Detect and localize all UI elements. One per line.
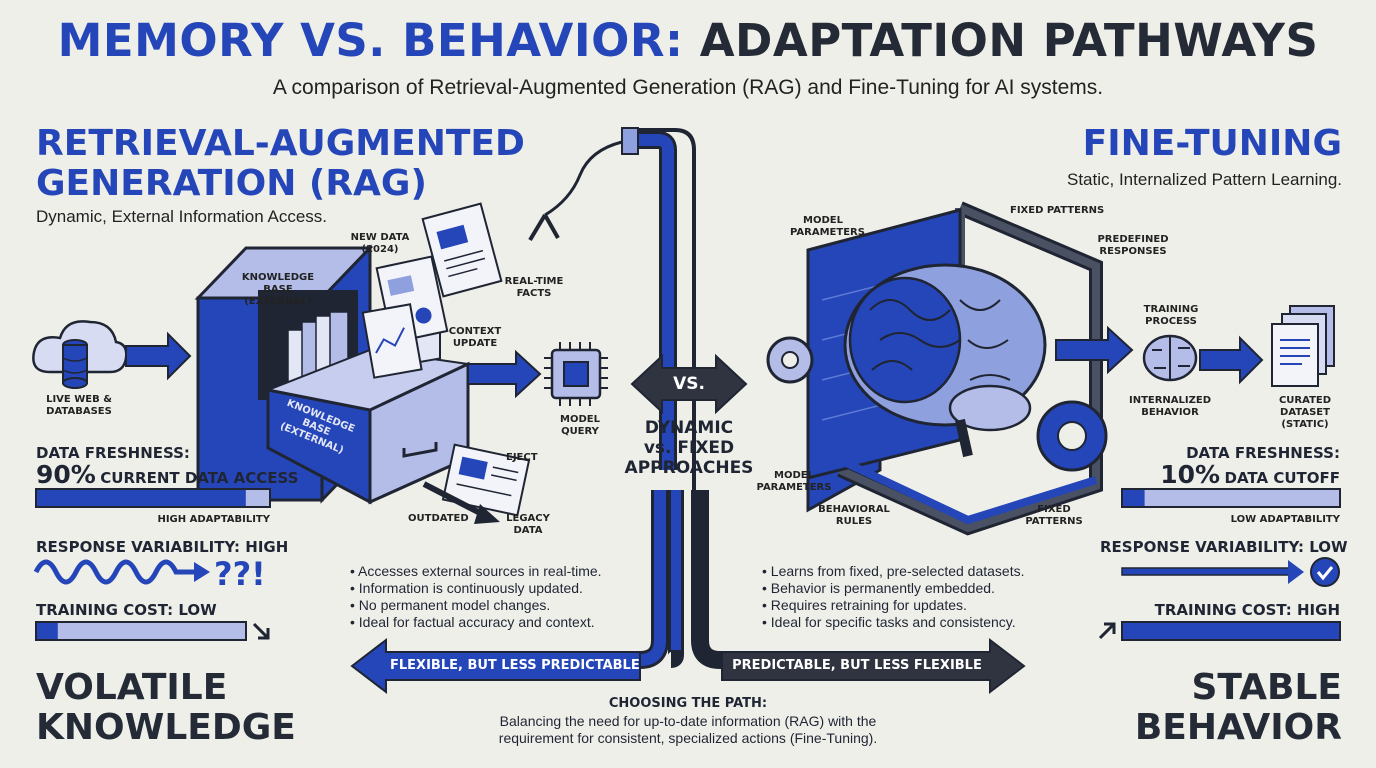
predictable-label: PREDICTABLE, BUT LESS FLEXIBLE <box>732 658 982 673</box>
ft-freshness-number: 10% <box>1160 460 1221 489</box>
ft-bullet: Behavior is permanently embedded. <box>762 580 1024 597</box>
ft-variability-label: RESPONSE VARIABILITY: LOW <box>1100 538 1348 556</box>
central-blue-pipe <box>528 127 696 668</box>
label-training-process: TRAINING PROCESS <box>1143 304 1199 327</box>
rag-bullet: Ideal for factual accuracy and context. <box>350 614 602 631</box>
ft-cost-bar <box>1098 621 1341 641</box>
label-curated: CURATED DATASET (STATIC) <box>1278 395 1332 430</box>
ft-bullets: Learns from fixed, pre-selected datasets… <box>762 563 1025 631</box>
rag-closing-line2: KNOWLEDGE <box>36 707 296 748</box>
rag-freshness-value: 90% CURRENT DATA ACCESS <box>36 460 298 489</box>
ft-cost-label: TRAINING COST: HIGH <box>1154 601 1340 619</box>
label-internalized: INTERNALIZED BEHAVIOR <box>1128 395 1212 418</box>
label-context-update: CONTEXT UPDATE <box>448 326 502 349</box>
rag-title-line1: RETRIEVAL-AUGMENTED <box>36 123 525 164</box>
rag-cost-label: TRAINING COST: LOW <box>36 601 217 619</box>
vs-double-arrow <box>630 353 748 415</box>
page-title: MEMORY VS. BEHAVIOR: ADAPTATION PATHWAYS <box>0 14 1376 67</box>
arrow-web-to-kb <box>125 331 192 381</box>
label-model-query: MODEL QUERY <box>560 414 600 437</box>
center-line1: DYNAMIC <box>644 418 734 438</box>
center-line3: APPROACHES <box>624 458 754 478</box>
ft-adaptability: LOW ADAPTABILITY <box>1230 514 1340 525</box>
label-fixed-patterns-bottom: FIXED PATTERNS <box>1025 504 1083 527</box>
ft-closing-line2: BEHAVIOR <box>1134 707 1342 748</box>
label-live-web: LIVE WEB & DATABASES <box>46 394 112 417</box>
center-line2: vs. FIXED <box>643 438 735 458</box>
knowledge-base-cabinet <box>194 244 472 505</box>
label-eject: EJECT <box>506 452 538 463</box>
footer-line1: Balancing the need for up-to-date inform… <box>499 713 877 729</box>
rag-bullet: Accesses external sources in real-time. <box>350 563 602 580</box>
floating-documents <box>361 202 503 379</box>
flexible-label: FLEXIBLE, BUT LESS PREDICTABLE <box>390 658 640 673</box>
label-new-data: NEW DATA (2024) <box>350 232 410 255</box>
ft-bullet: Ideal for specific tasks and consistency… <box>762 614 1024 631</box>
rag-title-line2: GENERATION (RAG) <box>36 163 427 204</box>
rag-bullets: Accesses external sources in real-time. … <box>350 563 602 631</box>
ft-title: FINE-TUNING <box>1082 123 1342 164</box>
rag-adaptability: HIGH ADAPTABILITY <box>157 514 270 525</box>
small-brain-icon <box>1142 334 1198 382</box>
rag-tagline: Dynamic, External Information Access. <box>36 207 328 226</box>
ft-bullet: Learns from fixed, pre-selected datasets… <box>762 563 1025 580</box>
rag-closing-line1: VOLATILE <box>36 667 228 708</box>
label-behavioral-rules: BEHAVIORAL RULES <box>818 504 890 527</box>
rag-freshness-number: 90% <box>36 460 96 489</box>
label-model-params-top: MODEL PARAMETERS <box>790 215 865 238</box>
rag-bullet: Information is continuously updated. <box>350 580 602 597</box>
arrow-kb-to-model <box>467 349 542 399</box>
rag-variability-symbol: ??! <box>214 555 266 593</box>
title-part1: MEMORY VS. BEHAVIOR: <box>57 14 684 67</box>
page-subtitle: A comparison of Retrieval-Augmented Gene… <box>272 76 1104 99</box>
rag-freshness-desc: CURRENT DATA ACCESS <box>100 469 299 487</box>
label-predefined: PREDEFINED RESPONSES <box>1097 234 1169 257</box>
rag-variability-wave <box>33 559 210 585</box>
rag-variability-label: RESPONSE VARIABILITY: HIGH <box>36 538 289 556</box>
title-part2: ADAPTATION PATHWAYS <box>699 14 1319 67</box>
rag-freshness-label: DATA FRESHNESS: <box>36 444 190 462</box>
ejected-document <box>422 443 531 524</box>
vs-label: VS. <box>673 374 705 394</box>
cloud-database-icon <box>32 320 128 389</box>
rag-bullet: No permanent model changes. <box>350 597 602 614</box>
curated-dataset-icon <box>1271 305 1335 387</box>
label-outdated: OUTDATED <box>408 513 469 524</box>
ft-closing-line1: STABLE <box>1191 667 1342 708</box>
label-kb-top: KNOWLEDGE BASE (EXTERNAL) <box>241 272 315 307</box>
footer-heading: CHOOSING THE PATH: <box>608 696 768 711</box>
ft-bullet: Requires retraining for updates. <box>762 597 1024 614</box>
ft-freshness-value: 10% DATA CUTOFF <box>1100 460 1340 489</box>
label-legacy: LEGACY DATA <box>506 513 550 536</box>
rag-cost-bar <box>35 621 270 641</box>
rag-freshness-bar <box>35 488 271 508</box>
arrow-process-to-dataset <box>1199 335 1264 385</box>
label-real-time: REAL-TIME FACTS <box>504 276 564 299</box>
footer-line2: requirement for consistent, specialized … <box>498 730 878 746</box>
arrow-brain-to-process <box>1055 325 1134 375</box>
label-model-params-bottom: MODEL PARAMETERS <box>756 470 832 493</box>
predictable-arrow <box>721 637 1026 695</box>
brain-frame-assembly <box>766 201 1108 536</box>
ft-freshness-bar <box>1121 488 1341 508</box>
ft-variability-arrow <box>1121 557 1340 587</box>
model-chip-icon <box>544 342 608 406</box>
ft-freshness-desc: DATA CUTOFF <box>1224 469 1340 487</box>
ft-freshness-label: DATA FRESHNESS: <box>1186 444 1340 462</box>
ft-tagline: Static, Internalized Pattern Learning. <box>1067 170 1342 189</box>
label-fixed-patterns-top: FIXED PATTERNS <box>1010 205 1105 216</box>
flexible-arrow <box>350 637 641 695</box>
